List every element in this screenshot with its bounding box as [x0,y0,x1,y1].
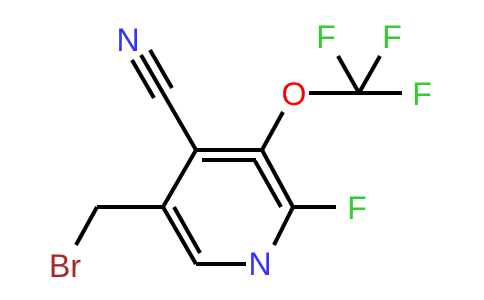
atom-label-ether-o: O [282,76,307,112]
atom-label-ring-n: N [248,246,271,282]
bond-c6-c2-inner [172,206,202,254]
bond-c4-c5 [260,149,295,208]
atom-label-nitrile-n: N [116,22,139,58]
bond-cf3-f2 [357,55,382,94]
bond-c5-n [272,206,295,246]
bond-c4-o [260,111,285,151]
bond-ch2-br [74,206,99,246]
bond-nitrile-triple-1 [139,53,165,95]
bond-nitrile-triple-2 [130,58,156,100]
bond-c4-c5-inner [253,160,283,208]
atom-label-cf3-f1: F [316,19,336,55]
bond-c2-c3 [161,148,198,209]
atom-label-cf3-f2: F [382,19,402,55]
bond-c3-cn [161,91,198,152]
atom-label-bromine: Br [49,248,81,284]
bond-nitrile-triple-3 [148,48,174,90]
atom-label-cf3-f3: F [412,76,432,112]
bond-cf3-f1 [336,55,361,94]
bond-c6-c2 [161,205,198,266]
atom-label-ring-f: F [347,190,367,226]
